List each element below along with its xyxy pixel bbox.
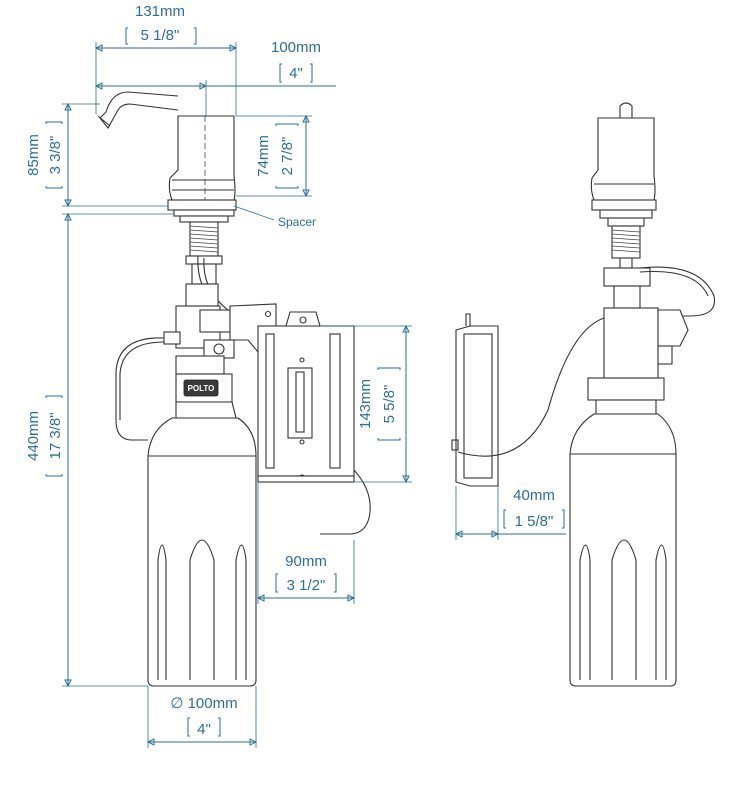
- dim-control-box-width: 90mm 3 1/2": [256, 482, 356, 604]
- dim-box-width-metric: 90mm: [285, 553, 327, 570]
- side-head: [590, 102, 657, 227]
- dim-spout-metric: 131mm: [135, 3, 185, 20]
- dim-box-depth-imperial: 1 5/8": [515, 513, 554, 530]
- front-view: POLTO: [97, 91, 371, 687]
- side-valve: [587, 307, 689, 415]
- control-box: [257, 311, 355, 483]
- dim-head-total-metric: 85mm: [25, 134, 42, 176]
- dim-box-height-imperial: 5 5/8": [381, 385, 398, 424]
- side-tube: [639, 266, 716, 317]
- side-control-box: [451, 313, 499, 487]
- spacer-label: Spacer: [278, 215, 316, 229]
- bottle-neck: POLTO: [175, 373, 237, 419]
- dim-head-total-imperial: 3 3/8": [47, 136, 64, 175]
- side-bottle: [569, 413, 677, 687]
- side-cable: [457, 317, 605, 457]
- dim-head-height-total: 85mm 3 3/8": [25, 102, 168, 208]
- spout: [97, 91, 179, 129]
- spacer: [173, 209, 235, 223]
- sensor-cable: [115, 337, 165, 441]
- dim-box-width-imperial: 3 1/2": [287, 577, 326, 594]
- logo-text: POLTO: [188, 384, 215, 393]
- dim-reach-imperial: 4": [289, 65, 303, 82]
- dispenser-head: [167, 115, 237, 211]
- dim-head-height-body: 74mm 2 7/8": [236, 114, 312, 198]
- dim-overall-height: 440mm 17 3/8": [25, 212, 174, 688]
- dim-control-box-height: 143mm 5 5/8": [320, 324, 412, 484]
- side-view: [451, 102, 716, 687]
- bottle: [147, 417, 257, 687]
- dim-control-box-depth: 40mm 1 5/8": [454, 486, 566, 540]
- dim-bottle-diameter: ∅ 100mm 4": [146, 686, 258, 748]
- dim-bottle-imperial: 4": [197, 721, 211, 738]
- dim-overall-metric: 440mm: [25, 411, 42, 461]
- spacer-callout: Spacer: [233, 205, 316, 229]
- pump-body: [163, 283, 277, 375]
- dimensions: 131mm 5 1/8" 100mm 4" 85mm 3 3/8": [25, 3, 566, 748]
- dim-spout-imperial: 5 1/8": [141, 27, 180, 44]
- dim-bottle-metric: ∅ 100mm: [170, 695, 237, 712]
- dim-spout-length: 131mm 5 1/8": [94, 3, 238, 116]
- dim-head-reach: 100mm 4": [94, 39, 336, 116]
- control-cable: [320, 469, 371, 535]
- dim-head-body-metric: 74mm: [255, 135, 272, 177]
- threaded-shank: [185, 221, 223, 285]
- dim-reach-metric: 100mm: [271, 39, 321, 56]
- dim-overall-imperial: 17 3/8": [47, 412, 64, 459]
- side-shank: [603, 225, 651, 309]
- dim-box-height-metric: 143mm: [357, 379, 374, 429]
- dim-head-body-imperial: 2 7/8": [279, 137, 296, 176]
- dim-box-depth-metric: 40mm: [513, 487, 555, 504]
